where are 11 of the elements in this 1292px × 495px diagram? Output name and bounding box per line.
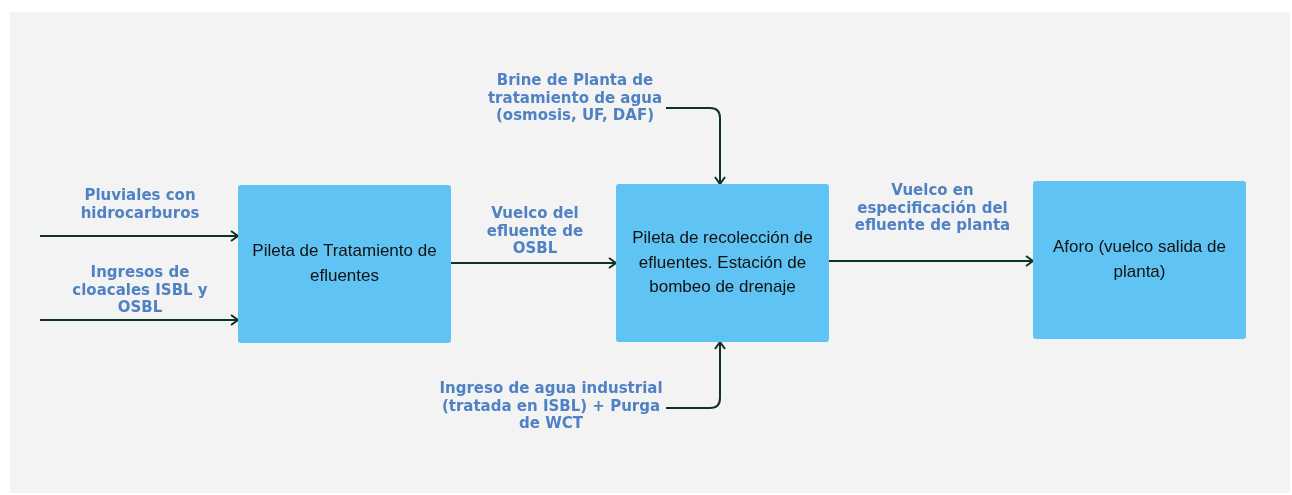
process-box: Aforo (vuelco salida de planta) bbox=[1033, 181, 1246, 339]
arrow bbox=[39, 314, 239, 326]
input-label: Brine de Planta de tratamiento de agua (osmosis, UF, DAF) bbox=[484, 72, 666, 146]
arrow bbox=[450, 257, 617, 269]
arrow bbox=[665, 341, 726, 409]
arrow bbox=[665, 107, 726, 185]
input-label: Ingreso de agua industrial (tratada en ISBL) + Purga de WCT bbox=[436, 380, 666, 436]
arrow bbox=[39, 230, 239, 242]
arrow bbox=[828, 255, 1034, 267]
process-box: Pileta de Tratamiento de efluentes bbox=[238, 185, 451, 343]
process-box: Pileta de recolección de efluentes. Estación de bombeo de drenaje bbox=[616, 184, 829, 342]
